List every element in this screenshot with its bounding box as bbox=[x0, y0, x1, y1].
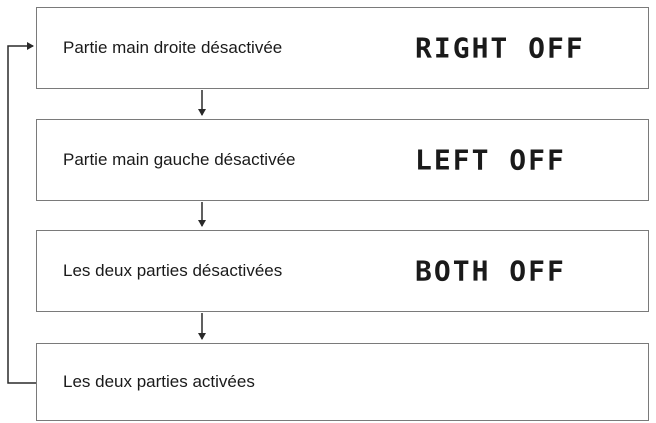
state-box-right-off: Partie main droite désactivée RIGHT OFF bbox=[36, 7, 649, 89]
state-label: Les deux parties désactivées bbox=[63, 261, 283, 280]
lcd-display-text: BOTH OFF bbox=[415, 254, 566, 288]
state-box-both-on: Les deux parties activées bbox=[36, 343, 649, 421]
state-box-both-off: Les deux parties désactivées BOTH OFF bbox=[36, 230, 649, 312]
state-label: Partie main gauche désactivée bbox=[63, 150, 296, 169]
state-label: Partie main droite désactivée bbox=[63, 38, 283, 57]
state-box-left-off: Partie main gauche désactivée LEFT OFF bbox=[36, 119, 649, 201]
state-label: Les deux parties activées bbox=[63, 372, 255, 391]
lcd-display-text: LEFT OFF bbox=[415, 143, 566, 177]
lcd-display-text: RIGHT OFF bbox=[415, 31, 585, 65]
arrow-loop-back bbox=[7, 42, 36, 384]
